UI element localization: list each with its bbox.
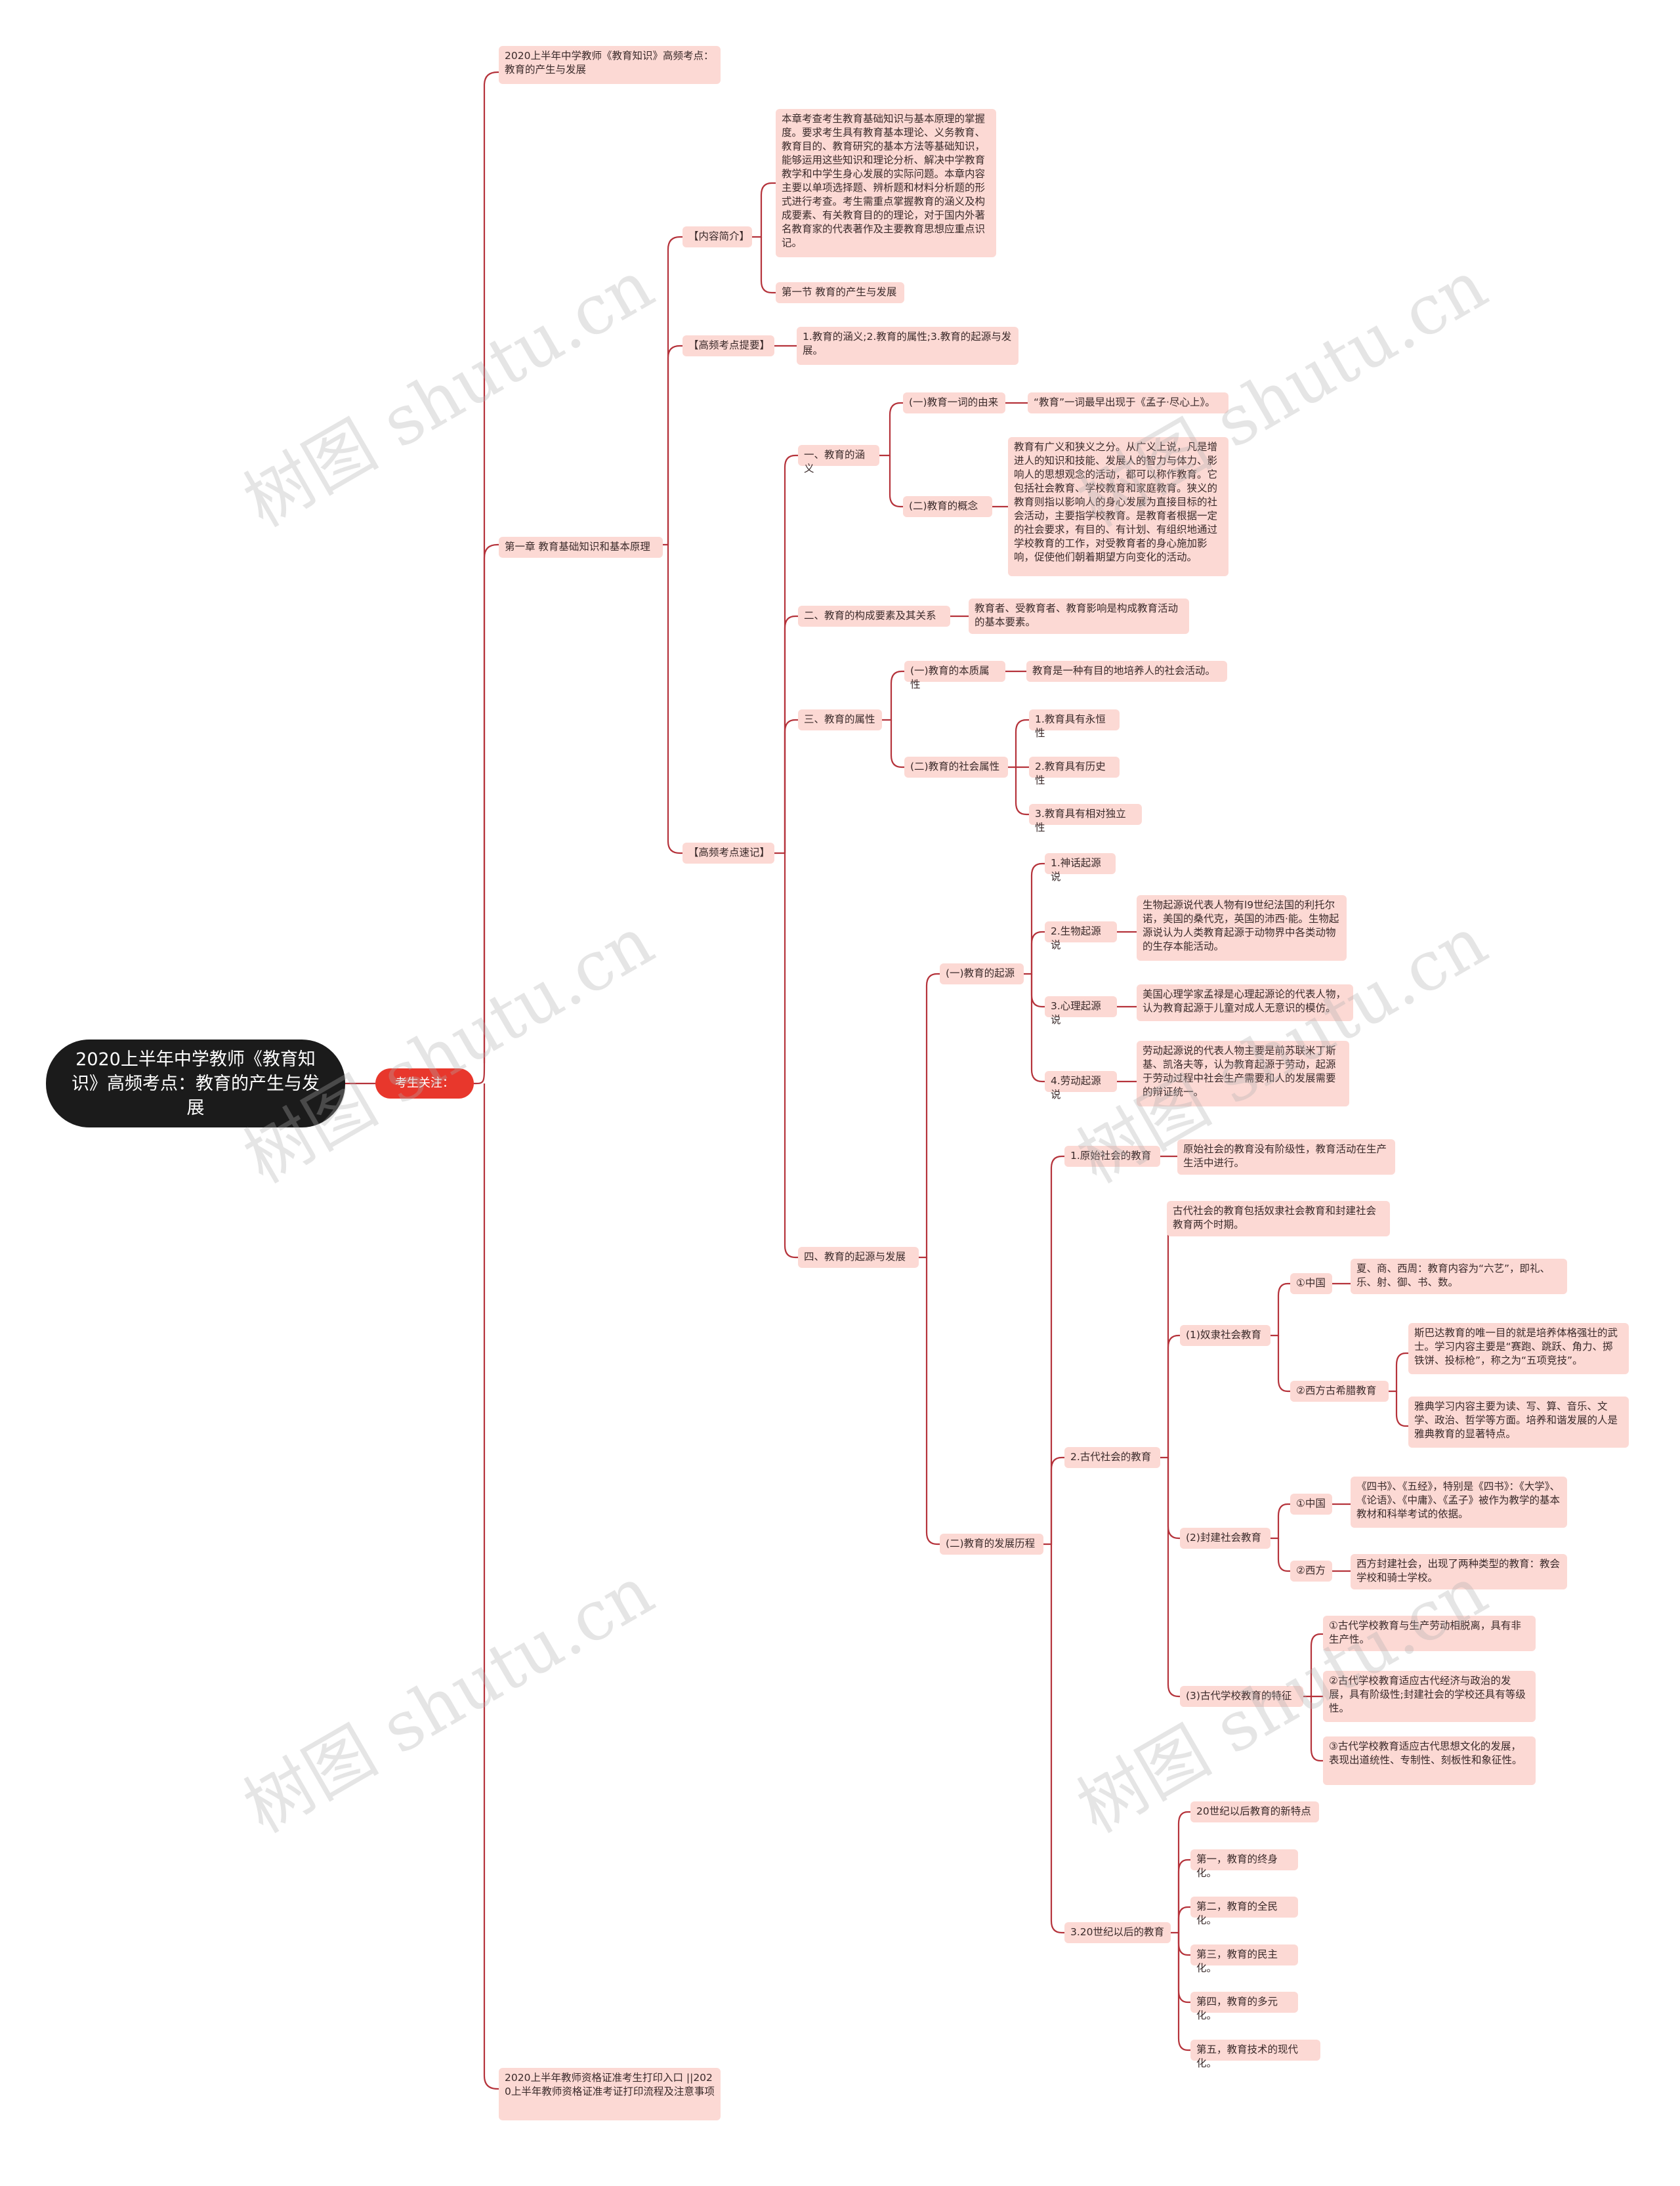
topic-essential-attribute[interactable]: (一)教育的本质属性 <box>904 661 1005 690</box>
feature-class-nature[interactable]: ②古代学校教育适应古代经济与政治的发展，具有阶级性;封建社会的学校还具有等级性。 <box>1323 1671 1536 1722</box>
topic-key-points-memo[interactable]: 【高频考点速记】 <box>682 843 774 864</box>
feudal-china[interactable]: ①中国 <box>1290 1494 1332 1515</box>
modern-feature-democratic[interactable]: 第三，教育的民主化。 <box>1190 1944 1298 1974</box>
modern-education[interactable]: 3.20世纪以后的教育 <box>1064 1922 1171 1943</box>
feudal-society-education[interactable]: (2)封建社会教育 <box>1180 1528 1270 1549</box>
topic-education-concept[interactable]: (二)教育的概念 <box>903 496 992 517</box>
ancient-greece-education[interactable]: ②西方古希腊教育 <box>1290 1381 1389 1402</box>
origin-labor-text[interactable]: 劳动起源说的代表人物主要是前苏联米丁斯基、凯洛夫等，认为教育起源于劳动，起源于劳… <box>1137 1041 1349 1106</box>
feudal-west-text[interactable]: 西方封建社会，出现了两种类型的教育：教会学校和骑士学校。 <box>1351 1554 1567 1589</box>
feudal-west[interactable]: ②西方 <box>1290 1561 1332 1582</box>
modern-feature-lifelong[interactable]: 第一，教育的终身化。 <box>1190 1849 1298 1879</box>
social-attribute-historical[interactable]: 2.教育具有历史性 <box>1029 757 1120 786</box>
topic-education-elements[interactable]: 二、教育的构成要素及其关系 <box>798 606 950 627</box>
social-attribute-eternal[interactable]: 1.教育具有永恒性 <box>1029 709 1120 739</box>
topic-chapter-one[interactable]: 第一章 教育基础知识和基本原理 <box>499 537 663 558</box>
modern-features-title[interactable]: 20世纪以后教育的新特点 <box>1190 1801 1319 1822</box>
topic-education-origin[interactable]: (一)教育的起源 <box>940 963 1024 984</box>
modern-feature-universal[interactable]: 第二，教育的全民化。 <box>1190 1897 1298 1926</box>
topic-education-development[interactable]: (二)教育的发展历程 <box>940 1534 1043 1555</box>
modern-feature-technology[interactable]: 第五，教育技术的现代化。 <box>1190 2040 1320 2069</box>
primitive-education[interactable]: 1.原始社会的教育 <box>1064 1146 1160 1167</box>
ancient-education[interactable]: 2.古代社会的教育 <box>1064 1447 1160 1468</box>
feature-non-productive[interactable]: ①古代学校教育与生产劳动相脱离，具有非生产性。 <box>1323 1616 1536 1651</box>
elements-text[interactable]: 教育者、受教育者、教育影响是构成教育活动的基本要素。 <box>969 599 1189 634</box>
section-one-title[interactable]: 第一节 教育的产生与发展 <box>776 282 904 303</box>
origin-psychological-text[interactable]: 美国心理学家孟禄是心理起源论的代表人物，认为教育起源于儿童对成人无意识的模仿。 <box>1137 984 1353 1021</box>
origin-biological[interactable]: 2.生物起源说 <box>1045 921 1117 951</box>
topic-admission-ticket-link[interactable]: 2020上半年教师资格证准考生打印入口 ||2020上半年教师资格证准考证打印流… <box>499 2068 721 2120</box>
topic-education-origin-development[interactable]: 四、教育的起源与发展 <box>798 1247 919 1268</box>
topic-education-meaning[interactable]: 一、教育的涵义 <box>798 445 879 474</box>
education-concept-text[interactable]: 教育有广义和狭义之分。从广义上说，凡是增进人的知识和技能、发展人的智力与体力、影… <box>1008 437 1228 576</box>
sparta-education-text[interactable]: 斯巴达教育的唯一目的就是培养体格强壮的武士。学习内容主要是“赛跑、跳跃、角力、掷… <box>1408 1323 1629 1374</box>
ancient-school-features[interactable]: (3)古代学校教育的特征 <box>1180 1686 1303 1707</box>
primitive-education-text[interactable]: 原始社会的教育没有阶级性，教育活动在生产生活中进行。 <box>1177 1139 1395 1175</box>
topic-key-points-summary[interactable]: 【高频考点提要】 <box>682 335 774 356</box>
slave-society-education[interactable]: (1)奴隶社会教育 <box>1180 1325 1270 1346</box>
athens-education-text[interactable]: 雅典学习内容主要为读、写、算、音乐、文学、政治、哲学等方面。培养和谐发展的人是雅… <box>1408 1397 1629 1448</box>
key-points-list[interactable]: 1.教育的涵义;2.教育的属性;3.教育的起源与发展。 <box>797 327 1018 365</box>
origin-myth[interactable]: 1.神话起源说 <box>1045 853 1116 883</box>
social-attribute-independent[interactable]: 3.教育具有相对独立性 <box>1029 804 1142 833</box>
topic-content-intro[interactable]: 【内容简介】 <box>682 226 752 247</box>
topic-education-attributes[interactable]: 三、教育的属性 <box>798 709 882 730</box>
topic-title-note[interactable]: 2020上半年中学教师《教育知识》高频考点：教育的产生与发展 <box>499 46 721 84</box>
feature-orthodoxy[interactable]: ③古代学校教育适应古代思想文化的发展，表现出道统性、专制性、刻板性和象征性。 <box>1323 1736 1536 1785</box>
slave-china[interactable]: ①中国 <box>1290 1273 1332 1294</box>
origin-labor[interactable]: 4.劳动起源说 <box>1045 1071 1117 1101</box>
origin-biological-text[interactable]: 生物起源说代表人物有l9世纪法国的利托尔诺，美国的桑代克，英国的沛西·能。生物起… <box>1137 895 1347 961</box>
modern-feature-diverse[interactable]: 第四，教育的多元化。 <box>1190 1992 1298 2021</box>
ancient-education-text[interactable]: 古代社会的教育包括奴隶社会教育和封建社会教育两个时期。 <box>1167 1201 1390 1236</box>
feudal-china-text[interactable]: 《四书》、《五经》，特别是《四书》：《大学》、《论语》、《中庸》、《孟子》被作为… <box>1351 1477 1567 1528</box>
word-origin-text[interactable]: “教育”一词最早出现于《孟子·尽心上》。 <box>1028 392 1228 413</box>
intro-description[interactable]: 本章考查考生教育基础知识与基本原理的掌握度。要求考生具有教育基本理论、义务教育、… <box>776 109 996 257</box>
essential-attribute-text[interactable]: 教育是一种有目的地培养人的社会活动。 <box>1026 661 1227 682</box>
topic-word-origin[interactable]: (一)教育一词的由来 <box>903 392 1005 413</box>
slave-china-text[interactable]: 夏、商、西周：教育内容为“六艺”，即礼、乐、射、御、书、数。 <box>1351 1259 1567 1294</box>
topic-social-attribute[interactable]: (二)教育的社会属性 <box>904 757 1008 778</box>
origin-psychological[interactable]: 3.心理起源说 <box>1045 996 1117 1026</box>
topic-exam-notice[interactable]: 考生关注： <box>375 1068 474 1099</box>
root-topic[interactable]: 2020上半年中学教师《教育知识》高频考点：教育的产生与发展 <box>46 1040 345 1127</box>
